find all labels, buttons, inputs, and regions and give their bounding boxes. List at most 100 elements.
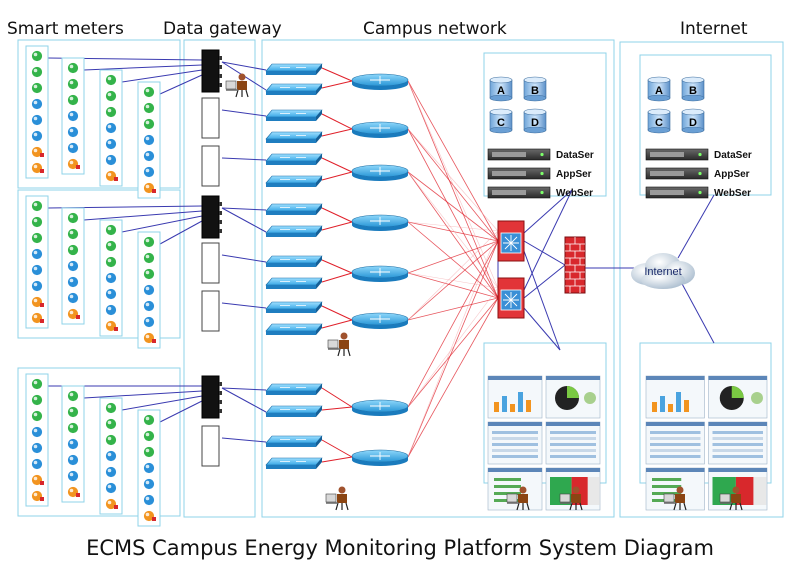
screen-row	[550, 443, 596, 446]
meter-icon	[143, 478, 155, 490]
database-bottom	[647, 126, 671, 134]
meter-alert-icon	[40, 303, 44, 307]
meter-alert-icon	[152, 517, 156, 521]
gateway-switch-link	[221, 254, 267, 263]
meter-icon	[143, 430, 155, 442]
database-label: A	[655, 85, 663, 97]
header-campus-network: Campus network	[363, 19, 507, 39]
meter-icon-glint	[145, 432, 150, 437]
meter-alert-icon	[152, 339, 156, 343]
switch-router-link	[321, 305, 353, 321]
switch-icon	[265, 435, 323, 447]
screen-list-row	[494, 485, 521, 488]
meter-column-frame	[25, 45, 49, 179]
meter-icon-glint	[145, 104, 150, 109]
meter-alert-icon	[76, 493, 80, 497]
operator-body	[571, 494, 581, 503]
panel-gateway	[183, 39, 256, 518]
meter-icon-glint	[107, 242, 112, 247]
screen-titlebar	[708, 422, 767, 426]
core-switches	[497, 220, 525, 319]
router-icon	[351, 73, 409, 90]
meter-icon	[31, 130, 43, 142]
operator-monitor	[225, 80, 237, 90]
screen-list-row	[494, 478, 521, 481]
meter-icon	[105, 288, 117, 300]
meter-icon	[31, 98, 43, 110]
screen-row	[492, 437, 538, 440]
database-icon: C	[647, 108, 671, 134]
router-arrows	[370, 268, 390, 276]
database-top	[681, 108, 705, 116]
database-top	[647, 76, 671, 84]
switch-side	[316, 324, 322, 335]
meter-icon-glint	[69, 392, 74, 397]
switch-side	[316, 278, 322, 289]
screen-row	[712, 437, 763, 440]
router-arrows	[370, 76, 390, 84]
meter-icon-glint	[107, 156, 112, 161]
gateway-port	[219, 229, 222, 233]
meter-icon	[67, 406, 79, 418]
meter-icon	[105, 272, 117, 284]
screen-row	[492, 449, 538, 452]
switch-top	[265, 109, 323, 118]
dashboard-screen-icon	[708, 421, 768, 465]
screen-row	[650, 455, 701, 458]
switch-side	[316, 458, 322, 469]
switch-icon	[265, 203, 323, 215]
operator-monitor	[559, 493, 571, 503]
dashboard-screen-icon	[645, 375, 705, 419]
meter-icon	[143, 252, 155, 264]
meter-icon-glint	[33, 428, 38, 433]
meter-icon-glint	[107, 452, 112, 457]
dashboard-screens	[645, 375, 768, 511]
meter-column-frame	[25, 195, 49, 329]
gateway-port	[219, 74, 222, 78]
switch-top	[265, 435, 323, 444]
gateway-active-icon	[201, 195, 220, 239]
switch-front	[266, 211, 316, 215]
meter-icon	[105, 154, 117, 166]
switch-side	[316, 204, 322, 215]
meter-icon	[105, 138, 117, 150]
gateway-switch-link	[221, 387, 267, 391]
gateway-port	[219, 65, 222, 69]
rack-server-led	[540, 171, 544, 176]
meter-icon-glint	[107, 404, 112, 409]
core-switch-arrows	[503, 235, 519, 251]
meter-icon-glint	[33, 100, 38, 105]
operator-monitor	[327, 339, 339, 349]
switch-router-link	[321, 456, 353, 463]
diagram-caption: ECMS Campus Energy Monitoring Platform S…	[86, 536, 714, 560]
screen-bar	[660, 396, 665, 412]
meter-gateway-link	[159, 220, 203, 245]
switch-front	[266, 285, 316, 289]
switch-top	[265, 175, 323, 184]
meter-icon	[67, 470, 79, 482]
meter-icon-glint	[107, 306, 112, 311]
switch-icon	[265, 225, 323, 237]
operator-icon	[225, 73, 249, 98]
router-body	[352, 80, 408, 90]
router-core-link	[407, 221, 499, 242]
monitoring-screens	[487, 375, 768, 511]
rack-server-bay	[492, 152, 526, 157]
gateway-switch-link	[221, 437, 267, 443]
internet-cloud-icon: Internet	[631, 253, 695, 289]
switch-top	[265, 301, 323, 310]
gateway-idle-icon	[201, 97, 220, 139]
operator-monitor	[719, 493, 731, 503]
database-label: B	[531, 85, 539, 97]
screen-titlebar	[708, 468, 767, 472]
screen-bar	[494, 402, 499, 412]
operator-body	[675, 494, 685, 503]
database-icon: C	[489, 108, 513, 134]
rack-server-bay	[492, 190, 526, 195]
meter-icon-glint	[145, 512, 150, 517]
meter-icon-glint	[33, 380, 38, 385]
switch-side	[316, 384, 322, 395]
meter-icon	[31, 378, 43, 390]
database-icon: D	[523, 108, 547, 134]
